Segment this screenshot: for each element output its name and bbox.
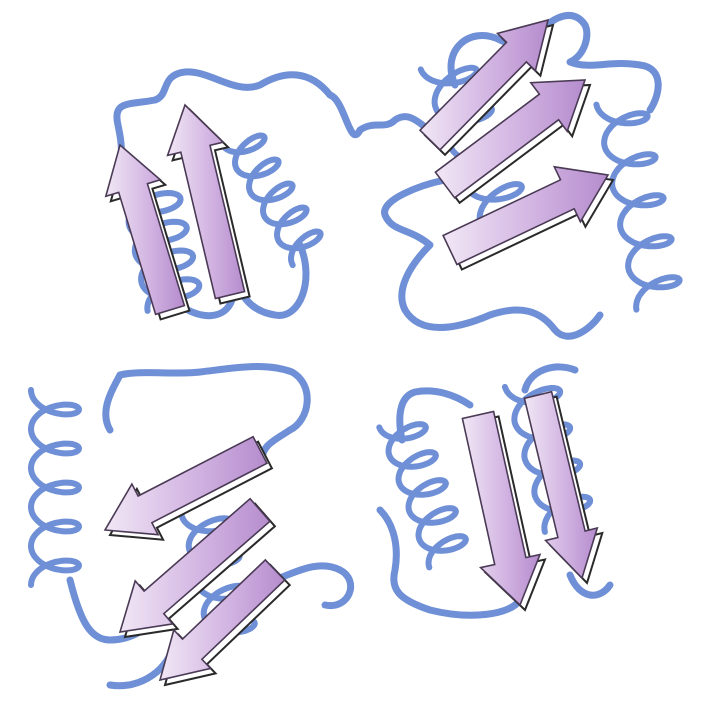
protein-diagram <box>0 0 701 706</box>
